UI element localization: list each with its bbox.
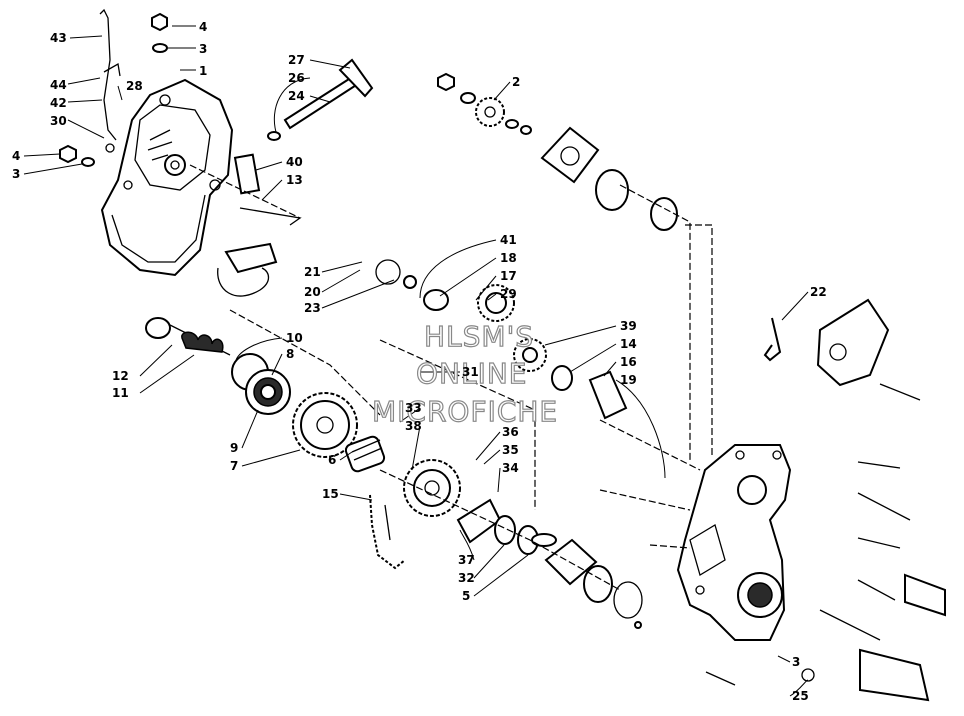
callout-4-top: 4	[199, 20, 207, 34]
assembly-lines	[189, 164, 713, 591]
callout-15: 15	[322, 487, 339, 501]
callout-40: 40	[286, 155, 303, 169]
callout-21: 21	[304, 265, 321, 279]
nut-4-left	[59, 144, 95, 167]
sprocket-2	[437, 72, 532, 135]
callout-1: 1	[199, 64, 207, 78]
callout-5: 5	[462, 589, 470, 603]
callout-41: 41	[500, 233, 517, 247]
clutch-9-10	[231, 353, 291, 415]
callout-34: 34	[502, 461, 519, 475]
gear-39	[513, 338, 573, 391]
sprocket-38	[403, 459, 461, 517]
callout-36: 36	[502, 425, 519, 439]
callout-3-bottom: 3	[792, 655, 800, 669]
callout-39: 39	[620, 319, 637, 333]
callout-22: 22	[810, 285, 827, 299]
callout-43: 43	[50, 31, 67, 45]
sprocket-7	[292, 392, 358, 458]
bearing-plate-top	[540, 126, 678, 231]
drive-gear-6	[344, 435, 386, 473]
chain-15	[369, 494, 406, 570]
callout-6: 6	[328, 453, 336, 467]
spring-12-11	[145, 317, 231, 356]
gears-17-18-29	[375, 259, 515, 322]
callout-33: 33	[405, 401, 422, 415]
callout-32: 32	[458, 571, 475, 585]
callout-28: 28	[126, 79, 143, 93]
watermark-line-2: ONLINE	[416, 357, 527, 390]
callout-3-top: 3	[199, 42, 207, 56]
callout-44: 44	[50, 78, 67, 92]
collar-37-32	[456, 498, 539, 555]
nut-4-top	[151, 12, 168, 53]
callout-25: 25	[792, 689, 809, 703]
pin-16	[588, 370, 628, 420]
lower-bearing	[531, 533, 643, 629]
callout-29: 29	[500, 287, 517, 301]
leader-lines	[23, 25, 809, 697]
callout-labels: 43 4 3 1 44 42 28 30 4 3 27 26 24 2 40 1…	[12, 20, 827, 703]
callout-30: 30	[50, 114, 67, 128]
callout-7: 7	[230, 459, 238, 473]
callout-24: 24	[288, 89, 305, 103]
callout-11: 11	[112, 386, 129, 400]
callout-2: 2	[512, 75, 520, 89]
callout-14: 14	[620, 337, 637, 351]
watermark: HLSM'S ONLINE MICROFICHE	[371, 319, 558, 428]
callout-17: 17	[500, 269, 517, 283]
callout-4-left: 4	[12, 149, 20, 163]
callout-8: 8	[286, 347, 294, 361]
callout-10: 10	[286, 331, 303, 345]
callout-38: 38	[405, 419, 422, 433]
bracket-22	[763, 298, 890, 387]
bolts	[705, 383, 921, 686]
callout-16: 16	[620, 355, 637, 369]
callout-35: 35	[502, 443, 519, 457]
callout-27: 27	[288, 53, 305, 67]
gear-case-cover	[100, 78, 234, 277]
gear-case-housing	[676, 444, 792, 641]
callout-20: 20	[304, 285, 321, 299]
callout-37: 37	[458, 553, 475, 567]
callout-12: 12	[112, 369, 129, 383]
callout-13: 13	[286, 173, 303, 187]
output-shafts	[859, 573, 946, 702]
shift-shaft-24	[267, 58, 374, 141]
callout-31: 31	[462, 365, 479, 379]
callout-19: 19	[620, 373, 637, 387]
callout-42: 42	[50, 96, 67, 110]
callout-18: 18	[500, 251, 517, 265]
watermark-line-1: HLSM'S	[424, 320, 534, 353]
callout-26: 26	[288, 71, 305, 85]
clip-23	[217, 242, 278, 297]
callout-23: 23	[304, 301, 321, 315]
watermark-line-3: MICROFICHE	[372, 395, 558, 428]
callout-9: 9	[230, 441, 238, 455]
callout-3-left: 3	[12, 167, 20, 181]
shift-rod	[99, 8, 121, 153]
